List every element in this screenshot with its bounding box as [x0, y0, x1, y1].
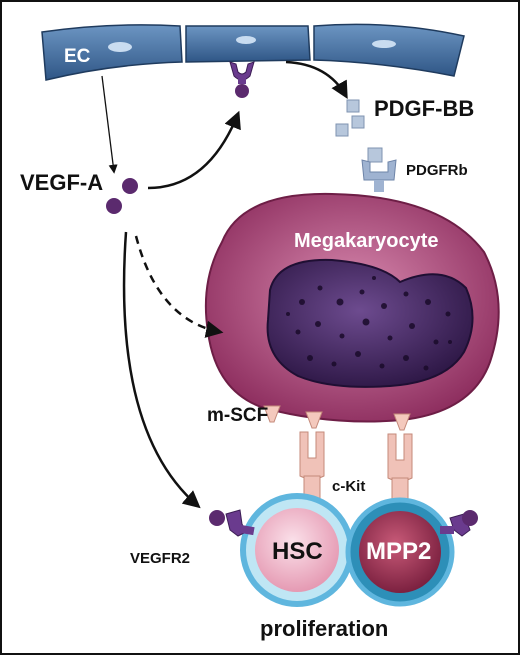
pdgf-bb-label: PDGF-BB	[374, 96, 475, 121]
m-scf-label: m-SCF	[207, 405, 269, 426]
ec-label: EC	[64, 46, 91, 67]
megakaryocyte-cell	[204, 192, 500, 423]
vegfr2-bound-vegf	[209, 510, 225, 526]
nucleus-granules	[286, 276, 452, 371]
proliferation-label: proliferation	[260, 616, 389, 641]
arrow-vegf-to-ec	[147, 110, 241, 190]
pathway-arrows	[101, 60, 348, 509]
endothelial-layer	[41, 23, 465, 81]
ec-bound-vegf	[235, 84, 249, 98]
m-scf-ligands	[263, 405, 411, 431]
vegf-a-particles	[106, 178, 138, 214]
vegfr2-label: VEGFR2	[130, 550, 191, 567]
vegfr2-receptor-hsc	[209, 509, 255, 537]
vegf-a-label: VEGF-A	[20, 170, 104, 195]
mpp2-bound-vegf	[462, 510, 478, 526]
pdgf-bb-cubes	[335, 99, 365, 137]
arrow-vegf-to-megakaryocyte-dashed	[134, 235, 224, 338]
endothelial-nucleus-middle	[236, 36, 256, 44]
vegfr2-receptor-mpp2	[440, 510, 478, 537]
endothelial-cell-middle	[185, 25, 311, 63]
c-kit-label: c-Kit	[332, 478, 366, 495]
hsc-label: HSC	[272, 538, 323, 565]
c-kit-receptors	[299, 431, 413, 515]
pdgfrb-receptor	[361, 147, 397, 192]
mpp2-cell	[345, 497, 455, 607]
arrow-ec-to-vegf	[101, 75, 118, 174]
arrow-vegf-to-vegfr2	[122, 231, 201, 509]
megakaryocyte-nucleus	[266, 258, 474, 388]
mpp2-label: MPP2	[366, 538, 432, 565]
endothelial-nucleus-right	[372, 40, 396, 48]
ec-vegf-receptor	[229, 61, 255, 98]
endothelial-cell-right	[313, 23, 465, 77]
arrow-ec-to-pdgf	[285, 60, 348, 100]
endothelial-nucleus-left	[108, 42, 132, 52]
endothelial-cell-left	[41, 24, 183, 81]
pdgfrb-label: PDGFRb	[406, 162, 468, 179]
megakaryocyte-label: Megakaryocyte	[294, 230, 439, 252]
